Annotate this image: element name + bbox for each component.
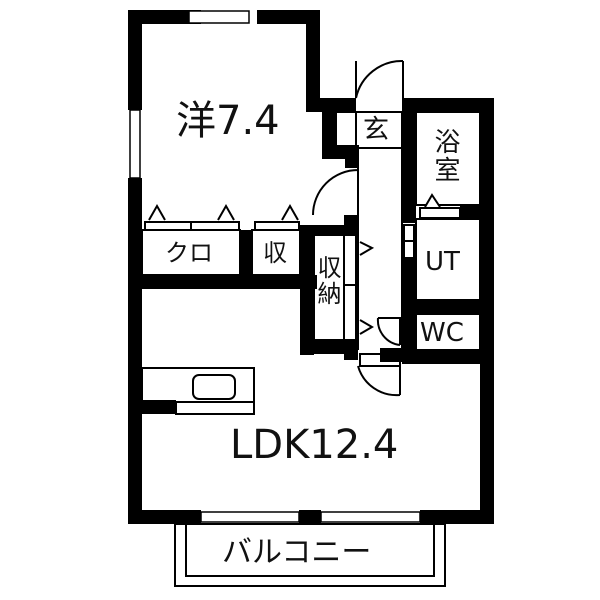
door-swings — [312, 59, 404, 397]
room-label-toilet: WC — [420, 318, 464, 348]
room-label-storage-hall: 収納 — [313, 255, 341, 307]
room-label-balcony: バルコニー — [222, 535, 372, 570]
window-ldk-bottom-2 — [320, 511, 421, 523]
room-label-storage-small: 収 — [263, 239, 287, 267]
windows — [129, 10, 421, 523]
room-label-entrance: 玄 — [363, 115, 390, 145]
room-label-bath: 浴室 — [430, 128, 460, 184]
fittings — [148, 193, 441, 335]
western-room-door — [312, 165, 359, 216]
ldk-door — [357, 365, 401, 397]
window-ldk-bottom-1 — [200, 511, 300, 523]
room-label-closet: クロ — [165, 239, 213, 267]
interior-lines — [141, 111, 481, 587]
window-west-left — [129, 109, 141, 179]
entrance-door — [355, 59, 404, 99]
room-label-ldk: LDK12.4 — [230, 422, 399, 468]
room-label-utility: UT — [425, 247, 460, 277]
room-label-western: 洋7.4 — [176, 98, 280, 144]
wc-door — [376, 317, 401, 346]
window-west-top — [188, 10, 250, 24]
